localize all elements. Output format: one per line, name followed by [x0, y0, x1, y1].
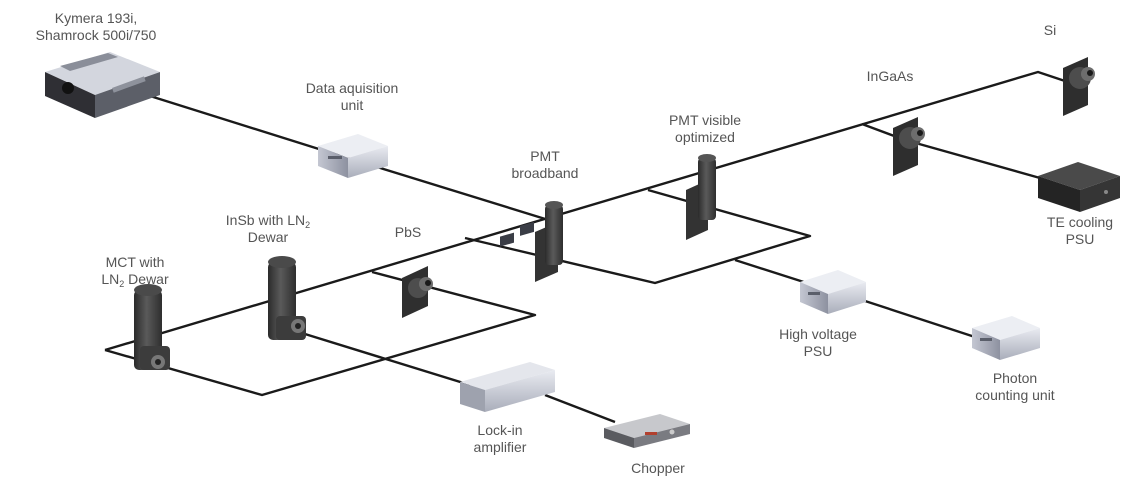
label-high-voltage-psu: High voltage PSU: [779, 326, 857, 359]
high-voltage-psu-icon: [800, 270, 866, 314]
label-kymera: Kymera 193i, Shamrock 500i/750: [35, 10, 157, 43]
lockin-line: [291, 328, 471, 387]
lockin-amplifier-icon: [460, 221, 555, 412]
label-si: Si: [1043, 22, 1057, 38]
chopper-icon: [604, 414, 690, 448]
hv-line: [734, 258, 811, 286]
photon-counting-unit-icon: [972, 316, 1040, 360]
ingaas-detector-icon: [893, 117, 925, 176]
data-acquisition-unit-icon: [318, 134, 388, 178]
label-data-acquisition: Data aquisition unit: [305, 80, 399, 113]
si-detector-icon: [1063, 57, 1095, 116]
label-pmt-broadband: PMT broadband: [511, 148, 579, 181]
label-lockin: Lock-in amplifier: [473, 422, 527, 455]
main-rail-line: [104, 70, 1069, 352]
label-chopper: Chopper: [631, 460, 685, 476]
ingaas-line: [861, 122, 1041, 180]
mct-loop-line: [104, 270, 537, 397]
chopper-line: [544, 393, 616, 424]
photon-line: [861, 298, 979, 340]
pbs-detector-icon: [402, 266, 433, 318]
label-photon-counting: Photon counting unit: [975, 370, 1055, 403]
label-ingaas: InGaAs: [866, 68, 914, 84]
te-cooling-psu-icon: [1038, 162, 1120, 212]
pmt-loop-line: [464, 188, 812, 285]
label-insb: InSb with LN2 Dewar: [225, 212, 311, 245]
pmt-visible-icon: [686, 154, 716, 240]
kymera-spectrograph-icon: [45, 52, 160, 118]
insb-detector-icon: [268, 256, 306, 340]
label-te-cooling-psu: TE cooling PSU: [1046, 214, 1114, 247]
connection-lines: [104, 70, 1069, 424]
mct-detector-icon: [134, 284, 170, 370]
label-mct: MCT with LN2 Dewar: [101, 254, 169, 289]
label-pmt-visible: PMT visible optimized: [668, 112, 742, 145]
label-pbs: PbS: [394, 224, 422, 240]
pmt-broadband-icon: [535, 201, 563, 282]
